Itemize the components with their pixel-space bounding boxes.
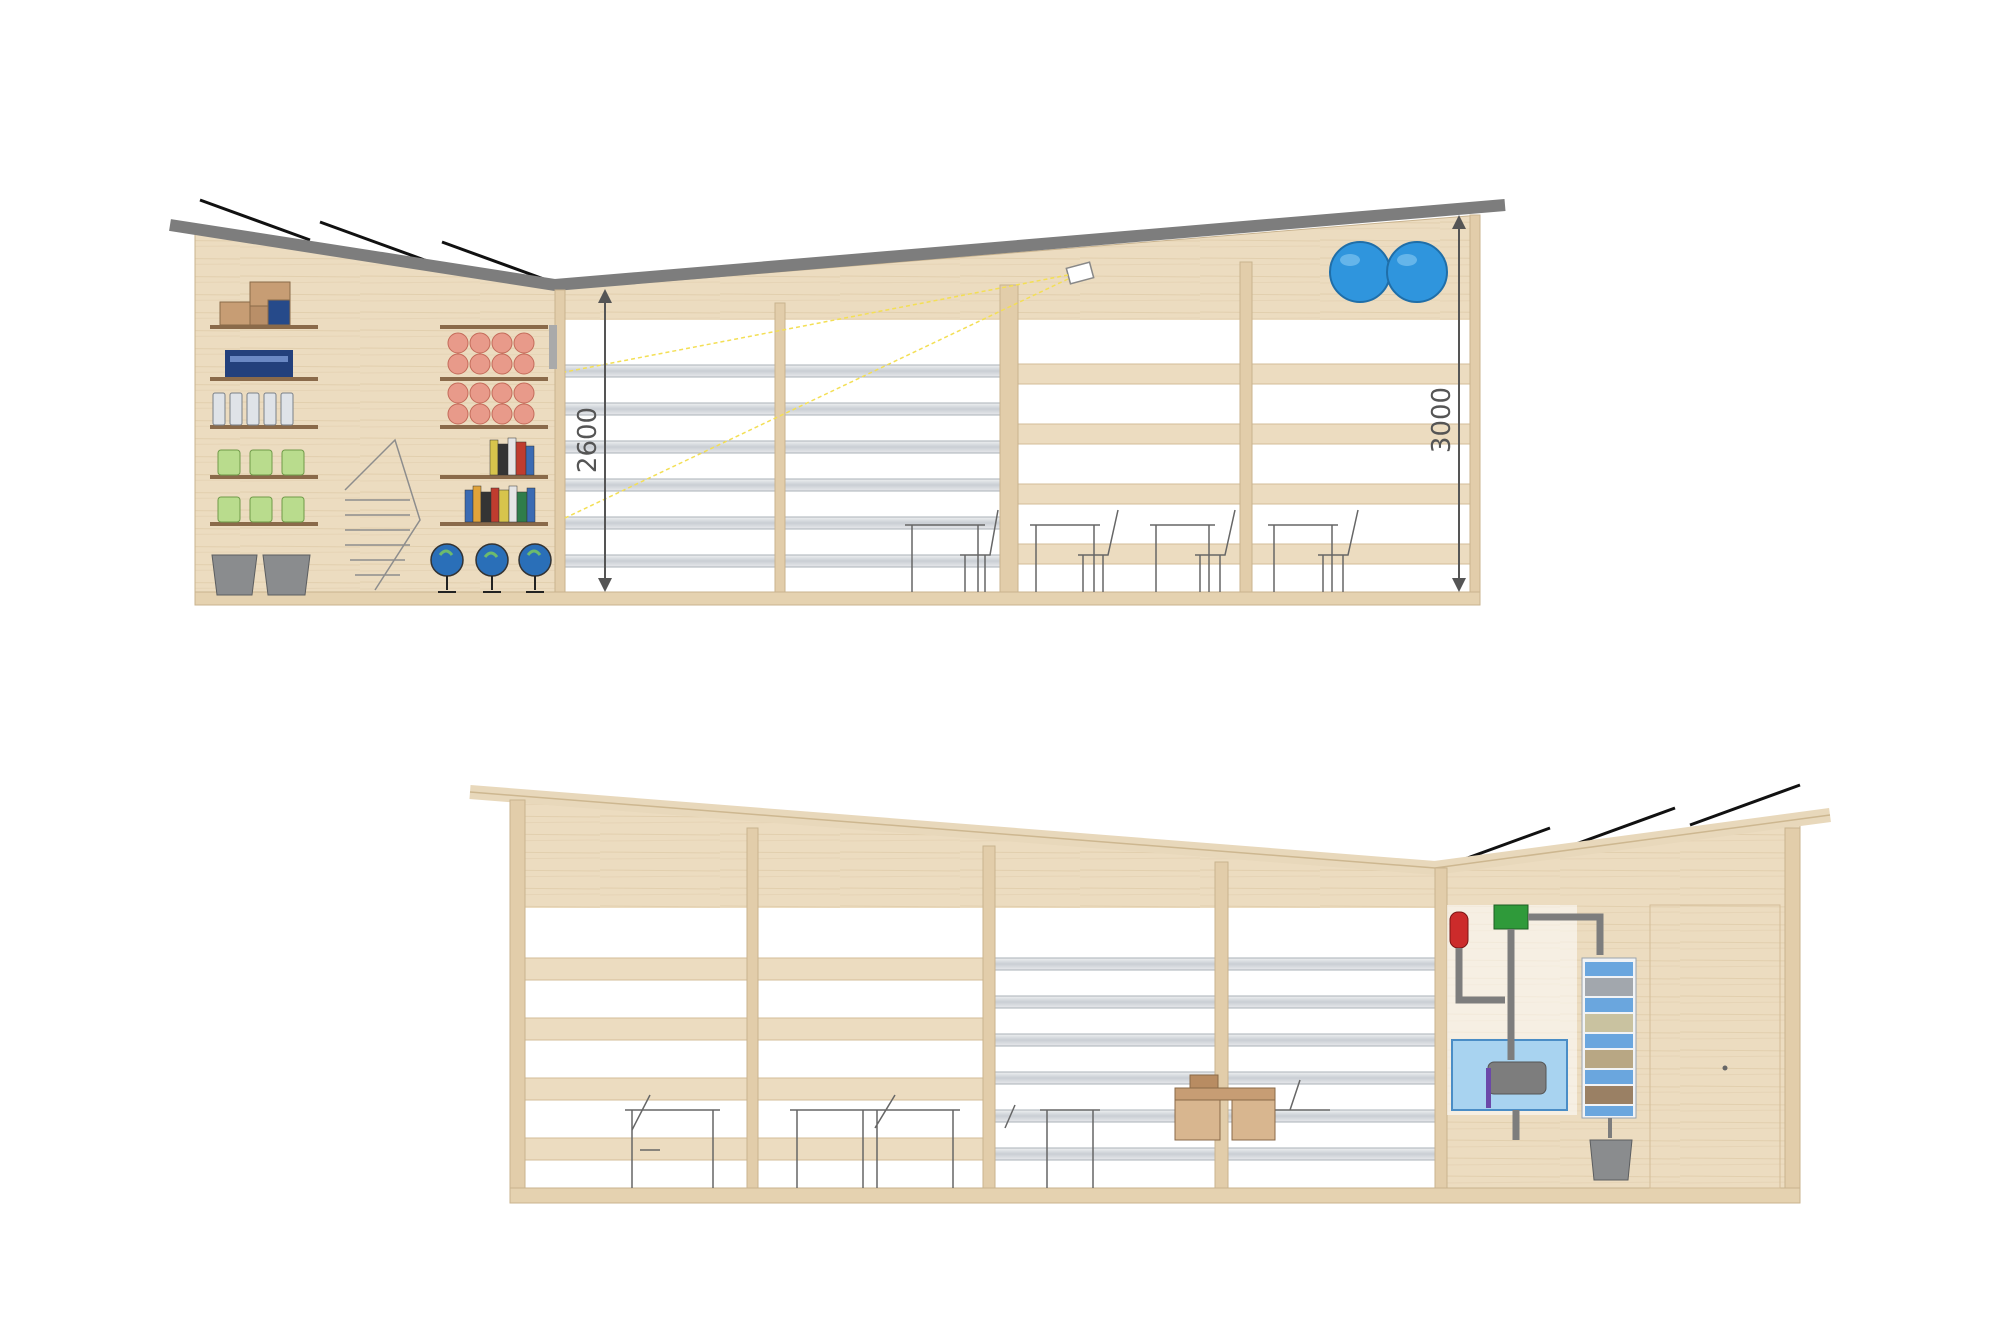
projector — [564, 261, 1095, 519]
drying-rack — [344, 438, 421, 591]
buckets-upper — [211, 554, 311, 596]
dimension-3000: 3000 — [1427, 215, 1466, 592]
teacher-desk — [1174, 1074, 1276, 1141]
sand-filter-column — [1581, 957, 1637, 1119]
posts-lower — [509, 799, 1801, 1204]
desks-lower — [625, 1079, 1330, 1188]
pipes — [1455, 913, 1604, 1140]
globes — [430, 543, 552, 593]
desks-upper — [905, 509, 1359, 592]
projection-screen — [549, 325, 557, 369]
floor-upper — [194, 591, 1481, 606]
upper-section: 2600 3000 — [169, 198, 1506, 606]
water-treatment-room — [1447, 904, 1604, 1140]
dimension-label-2600: 2600 — [573, 407, 603, 473]
posts-upper — [554, 214, 1481, 606]
red-pressure-tank — [1449, 911, 1469, 949]
storage-bins — [225, 350, 293, 377]
watering-cans — [217, 449, 305, 523]
exercise-balls — [1329, 241, 1448, 303]
green-pump — [1493, 904, 1529, 930]
books — [464, 437, 536, 523]
storage-shelves-left — [210, 325, 318, 526]
storage-shelves-right — [440, 325, 548, 526]
dimension-2600: 2600 — [573, 289, 612, 592]
door-lower — [1649, 904, 1781, 1189]
roof-upper — [169, 199, 1506, 292]
cardboard-boxes — [219, 281, 291, 326]
bucket-lower — [1589, 1118, 1633, 1181]
filter-unit — [1487, 1061, 1547, 1095]
foam-rolls — [447, 332, 535, 425]
lower-section — [469, 783, 1831, 1204]
dimension-label-3000: 3000 — [1427, 387, 1457, 453]
solar-panels-upper — [199, 198, 553, 284]
bottles — [212, 392, 294, 426]
floor-lower — [509, 1187, 1801, 1204]
